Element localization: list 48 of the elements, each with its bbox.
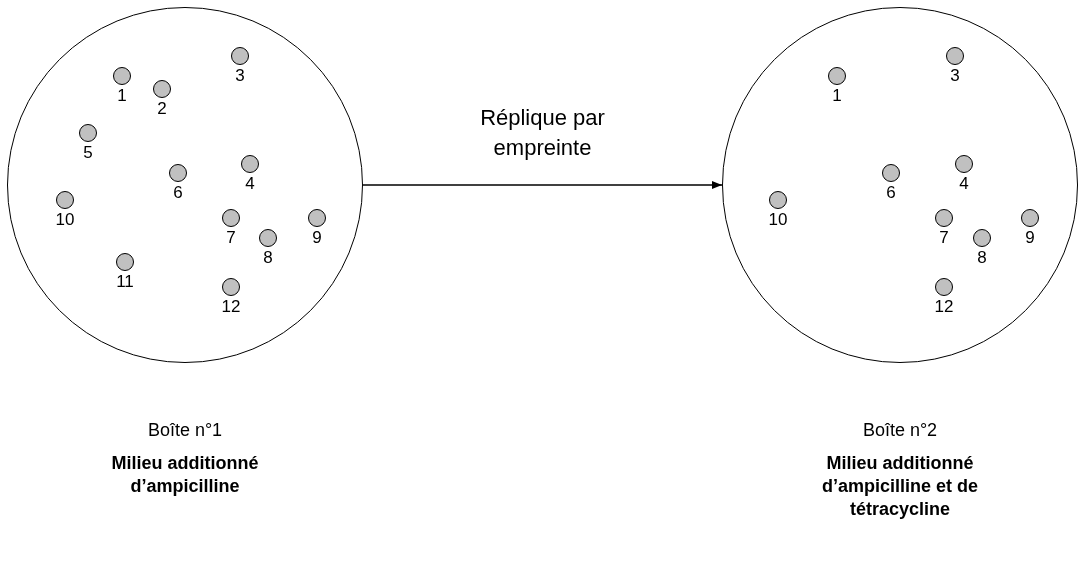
colony-number: 1 <box>116 87 128 105</box>
colony <box>231 47 249 65</box>
colony <box>169 164 187 182</box>
colony-number: 8 <box>262 249 274 267</box>
colony <box>222 278 240 296</box>
edge-label: Réplique par empreinte <box>479 104 606 162</box>
colony-number: 12 <box>933 298 955 316</box>
colony-number: 3 <box>949 67 961 85</box>
arrow <box>362 181 723 189</box>
colony-number: 4 <box>244 175 256 193</box>
colony <box>241 155 259 173</box>
colony-number: 4 <box>958 175 970 193</box>
colony-number: 10 <box>54 211 76 229</box>
colony-number: 2 <box>156 100 168 118</box>
dish-label: Boîte n°1 <box>146 420 224 441</box>
medium-label: Milieu additionné d’ampicilline <box>110 452 260 498</box>
colony <box>1021 209 1039 227</box>
colony <box>955 155 973 173</box>
colony-number: 1 <box>831 87 843 105</box>
colony <box>946 47 964 65</box>
colony <box>769 191 787 209</box>
colony <box>222 209 240 227</box>
colony <box>882 164 900 182</box>
colony-number: 6 <box>172 184 184 202</box>
colony <box>116 253 134 271</box>
colony-number: 7 <box>225 229 237 247</box>
colony <box>56 191 74 209</box>
colony <box>259 229 277 247</box>
colony-number: 9 <box>1024 229 1036 247</box>
colony-number: 9 <box>311 229 323 247</box>
colony <box>79 124 97 142</box>
colony <box>935 209 953 227</box>
colony-number: 7 <box>938 229 950 247</box>
colony-number: 11 <box>115 273 135 291</box>
dish-label: Boîte n°2 <box>861 420 939 441</box>
colony <box>828 67 846 85</box>
colony-number: 8 <box>976 249 988 267</box>
colony-number: 10 <box>767 211 789 229</box>
colony <box>153 80 171 98</box>
colony <box>308 209 326 227</box>
colony-number: 3 <box>234 67 246 85</box>
colony-number: 6 <box>885 184 897 202</box>
colony <box>113 67 131 85</box>
colony <box>935 278 953 296</box>
medium-label: Milieu additionné d’ampicilline et de tétracycline <box>820 452 979 521</box>
colony <box>973 229 991 247</box>
colony-number: 5 <box>82 144 94 162</box>
colony-number: 12 <box>220 298 242 316</box>
